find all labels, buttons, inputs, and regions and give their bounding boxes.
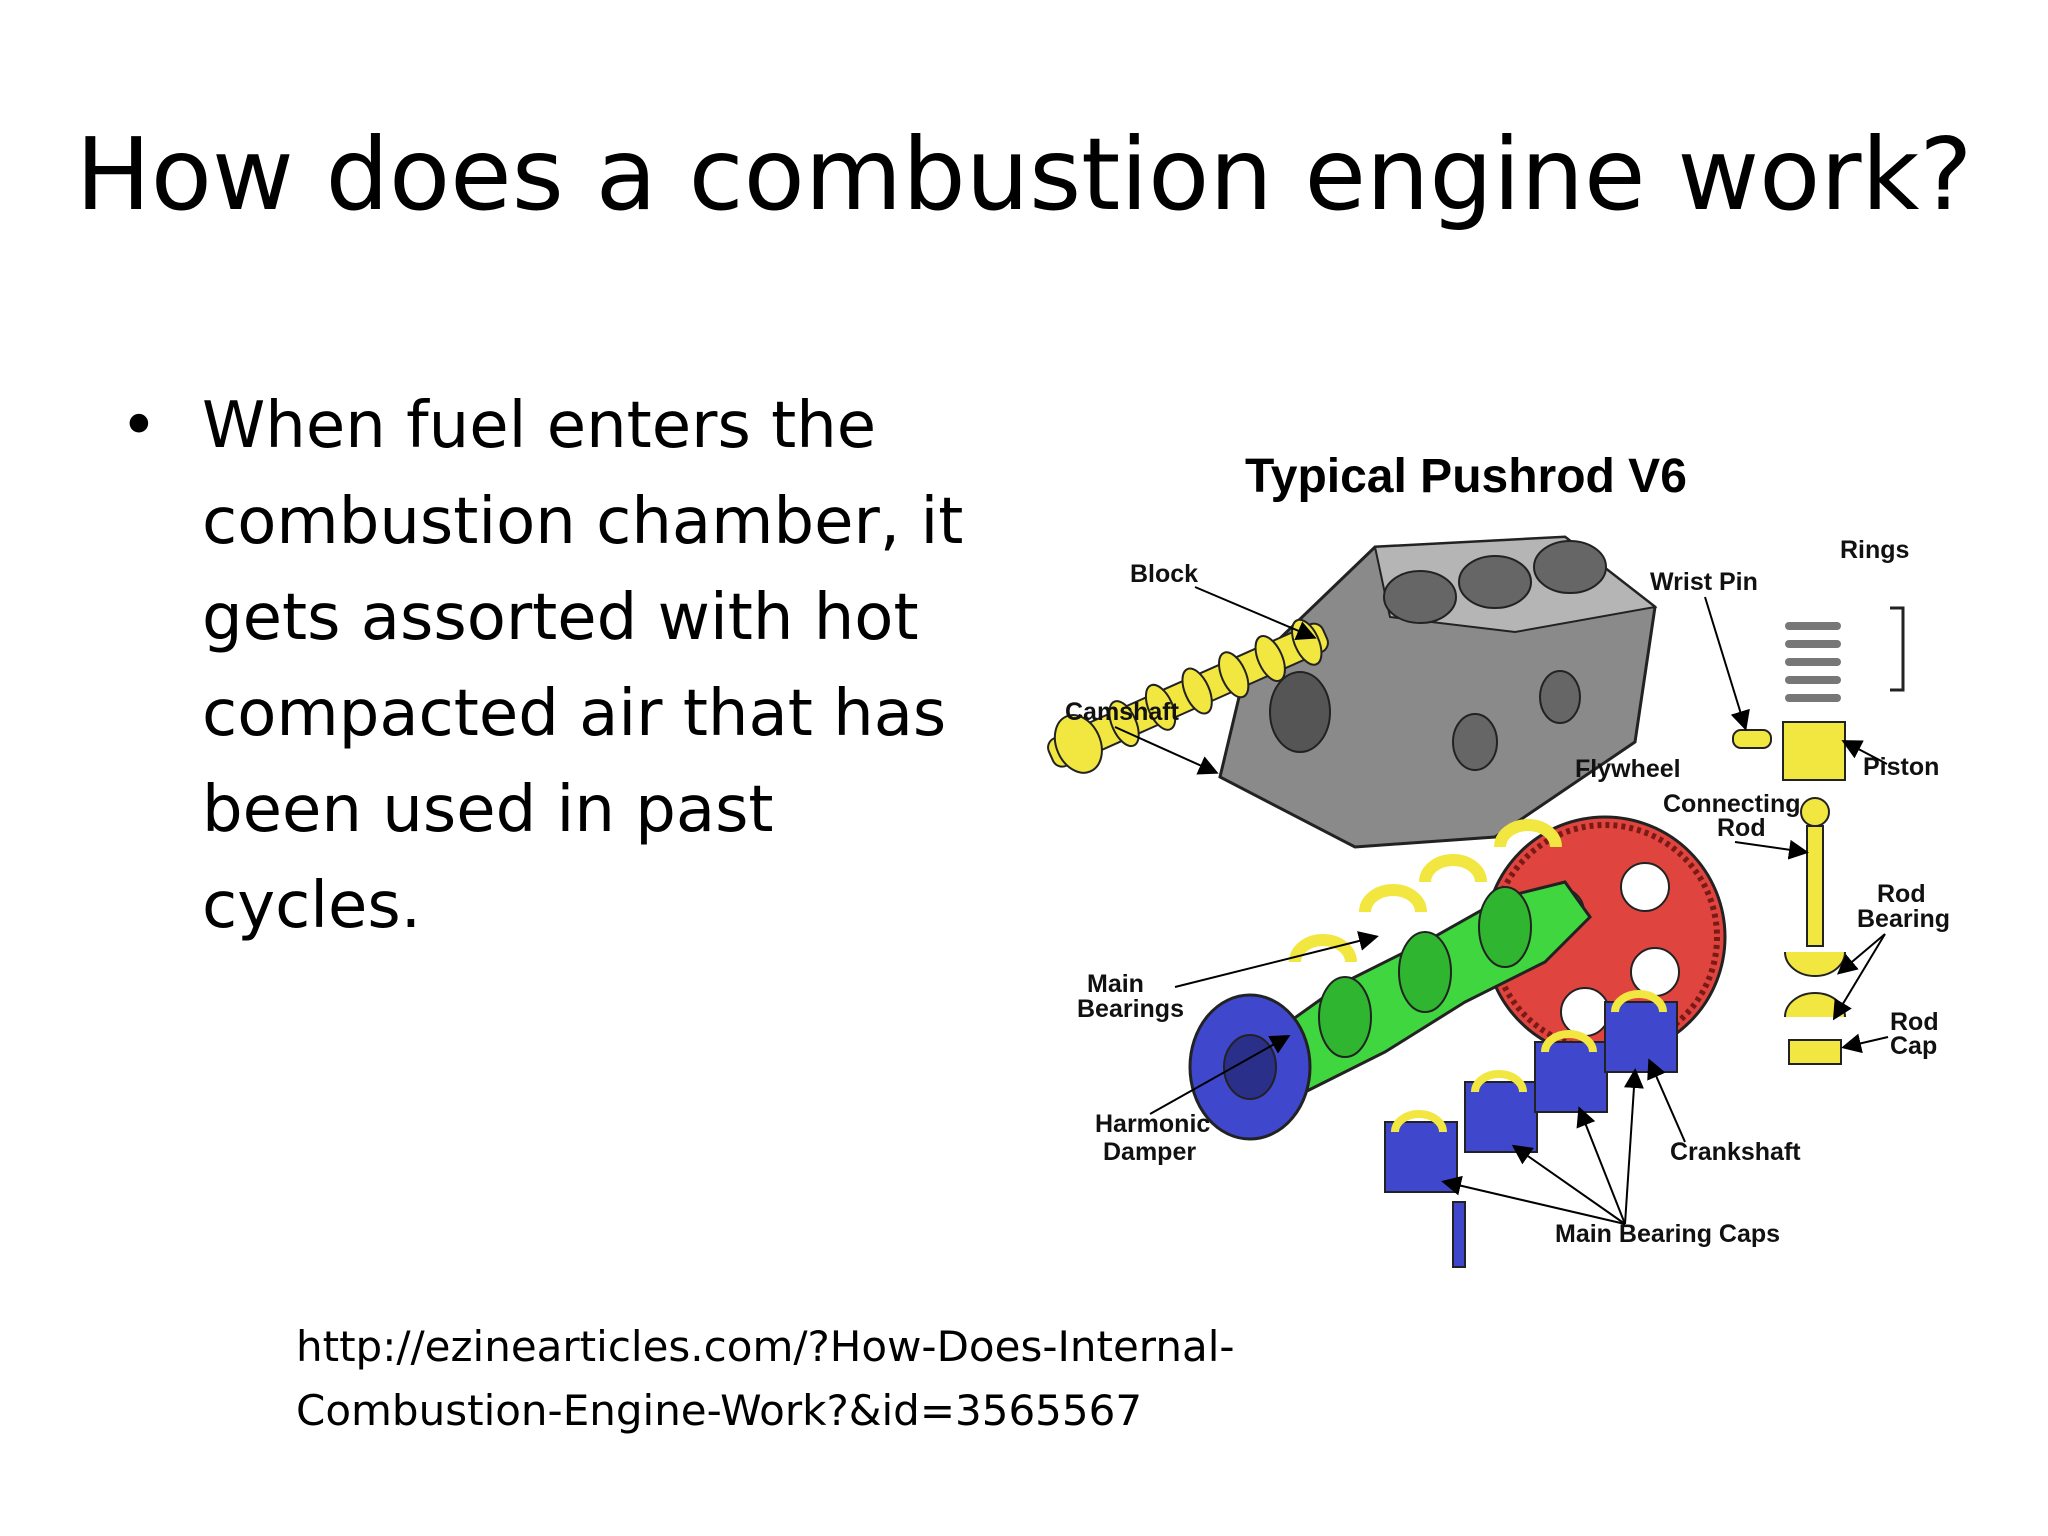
cam-lobe <box>1254 635 1286 682</box>
crank-throw <box>1478 886 1532 968</box>
rod-cap <box>1784 992 1846 1018</box>
arrow-harmonic-damper <box>1149 1035 1291 1115</box>
bearing-shell <box>1419 854 1487 883</box>
rod-cap-base <box>1788 1039 1842 1065</box>
label-block: Block <box>1130 560 1198 588</box>
block-port <box>1539 670 1581 724</box>
leader-arrows <box>1114 586 1889 1225</box>
label-rod-bearing: Bearing <box>1857 905 1950 933</box>
arrow-connecting-rod <box>1734 839 1809 860</box>
piston-ring <box>1785 640 1841 648</box>
bullet-line: been used in past <box>202 773 774 847</box>
bearing-shell <box>1289 934 1357 963</box>
wrist-pin <box>1732 729 1772 749</box>
label-main-bearing-caps: Main Bearing Caps <box>1555 1220 1780 1248</box>
crankshaft <box>1258 880 1592 1094</box>
block-port <box>1269 671 1331 753</box>
source-line: http://ezinearticles.com/?How-Does-Inter… <box>296 1322 1235 1371</box>
label-rod-cap: Rod <box>1890 1008 1939 1036</box>
flywheel-hole <box>1630 947 1680 997</box>
diagram-title: Typical Pushrod V6 <box>1245 450 1687 503</box>
bearing-cap <box>1464 1081 1538 1153</box>
camshaft <box>1047 618 1329 774</box>
crank-throw <box>1318 976 1372 1058</box>
cam-lobe <box>1053 714 1103 774</box>
piston-ring <box>1785 622 1841 630</box>
piston-ring <box>1785 676 1841 684</box>
label-rod-cap: Cap <box>1890 1032 1937 1060</box>
label-rings: Rings <box>1840 536 1909 564</box>
bullet-text: When fuel enters the combustion chamber,… <box>202 378 1022 954</box>
cap-bearing <box>1391 1110 1447 1133</box>
cap-bearing <box>1611 990 1667 1013</box>
bullet-marker: • <box>120 389 158 463</box>
cam-lobe <box>1217 651 1250 699</box>
cylinder-bore <box>1383 570 1457 624</box>
cam-lobe <box>1144 683 1177 731</box>
piston-assembly <box>1732 606 1905 781</box>
label-flywheel: Flywheel <box>1575 755 1681 783</box>
arrow-bearing-cap <box>1511 1144 1626 1225</box>
arrow-block <box>1194 586 1317 640</box>
source-line: Combustion-Engine-Work?&id=3565567 <box>296 1386 1143 1435</box>
bullet-line: gets assorted with hot <box>202 581 919 655</box>
rings-bracket <box>1890 606 1905 692</box>
cam-lobe <box>1181 667 1213 715</box>
bearing-shell <box>1359 884 1427 913</box>
main-bearings <box>1289 819 1562 963</box>
arrow-bearing-cap <box>1441 1175 1626 1225</box>
label-main-bearings: Main <box>1087 970 1144 998</box>
bullet-line: When fuel enters the <box>202 389 877 463</box>
arrow-bearing-cap <box>1576 1106 1626 1225</box>
rod-small-end <box>1800 797 1830 827</box>
arrow-crankshaft <box>1647 1058 1686 1143</box>
cap-bearing <box>1471 1070 1527 1093</box>
arrow-bearing-cap <box>1623 1068 1644 1225</box>
piston-body <box>1782 721 1846 781</box>
flywheel-hole <box>1620 862 1670 912</box>
flywheel-teeth <box>1490 822 1720 1052</box>
arrow-wrist-pin <box>1704 596 1750 731</box>
arrow-camshaft <box>1114 726 1219 775</box>
label-connecting-rod: Rod <box>1717 814 1766 842</box>
bearing-cap <box>1604 1001 1678 1073</box>
cylinder-bore <box>1458 555 1532 609</box>
rod-beam <box>1806 825 1824 947</box>
bullet-line: compacted air that has <box>202 677 947 751</box>
flywheel-hole <box>1560 987 1610 1037</box>
arrow-rod-bearing <box>1832 933 1886 1021</box>
label-main-bearings: Bearings <box>1077 995 1184 1023</box>
flywheel <box>1483 815 1727 1059</box>
engine-diagram: Typical Pushrod V6 <box>1047 450 1950 1268</box>
crank-throw <box>1398 931 1452 1013</box>
piston-ring <box>1785 658 1841 666</box>
bullet-line: combustion chamber, it <box>202 485 964 559</box>
cylinder-bore <box>1533 540 1607 594</box>
block-port <box>1452 713 1498 771</box>
bearing-cap <box>1534 1041 1608 1113</box>
piston-ring <box>1785 694 1841 702</box>
label-crankshaft: Crankshaft <box>1670 1138 1801 1166</box>
arrow-rod-cap <box>1841 1033 1889 1054</box>
label-connecting-rod: Connecting <box>1663 790 1801 818</box>
bullet-line: cycles. <box>202 869 422 943</box>
label-camshaft: Camshaft <box>1065 698 1180 726</box>
source-citation: http://ezinearticles.com/?How-Does-Inter… <box>296 1315 1396 1443</box>
cap-bolt <box>1452 1201 1466 1268</box>
arrow-main-bearings <box>1174 931 1379 988</box>
arrow-piston <box>1841 740 1888 765</box>
connecting-rod <box>1784 797 1846 1065</box>
bearing-shell <box>1494 819 1562 848</box>
engine-block <box>1218 535 1658 849</box>
label-harmonic-damper: Harmonic <box>1095 1110 1210 1138</box>
label-rod-bearing: Rod <box>1877 880 1926 908</box>
cap-bearing <box>1541 1030 1597 1053</box>
slide-title: How does a combustion engine work? <box>75 116 1973 233</box>
arrow-rod-bearing <box>1836 933 1886 975</box>
label-wrist-pin: Wrist Pin <box>1650 568 1758 596</box>
label-harmonic-damper: Damper <box>1103 1138 1196 1166</box>
rod-bearing <box>1784 951 1846 977</box>
